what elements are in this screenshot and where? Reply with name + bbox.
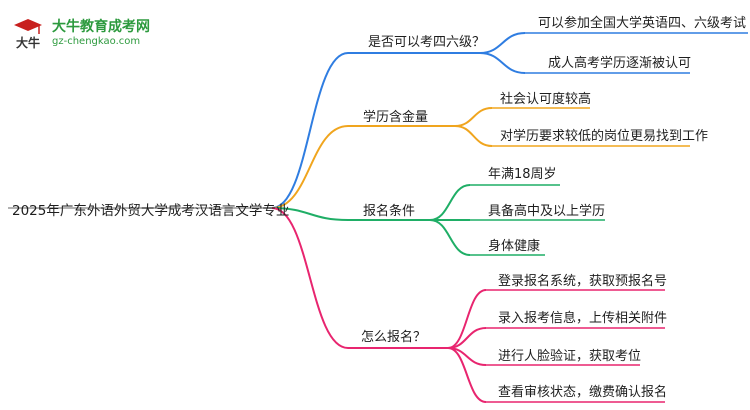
leaf-connector	[429, 184, 471, 221]
branch-label-howto: 怎么报名？	[361, 330, 427, 345]
leaf-connector	[479, 52, 526, 74]
branch-label-cet: 是否可以考四六级？	[368, 35, 486, 50]
site-logo[interactable]: 大牛 大牛教育成考网 gz-chengkao.com	[10, 14, 180, 54]
cap-and-ox-head-logo-icon: 大牛	[14, 19, 42, 50]
leaf-requirements-3: 身体健康	[488, 239, 541, 254]
leaf-connector	[479, 32, 526, 54]
leaf-requirements-2: 具备高中及以上学历	[488, 204, 606, 219]
mindmap-root: 2025年广东外语外贸大学成考汉语言文学专业	[12, 203, 290, 219]
leaf-requirements-1: 年满18周岁	[488, 167, 557, 182]
leaf-value-1: 社会认可度较高	[500, 92, 592, 107]
leaf-cet-2: 成人高考学历逐渐被认可	[548, 56, 692, 71]
logo-url[interactable]: gz-chengkao.com	[52, 36, 141, 47]
branch-connector	[271, 125, 349, 209]
leaf-connector	[454, 107, 493, 127]
branch-label-requirements: 报名条件	[363, 204, 416, 219]
logo-mark-text: 大牛	[16, 35, 40, 50]
branch-connector	[271, 207, 349, 349]
leaf-howto-2: 录入报考信息，上传相关附件	[498, 311, 668, 326]
leaf-connector	[447, 347, 487, 403]
leaf-howto-4: 查看审核状态，缴费确认报名	[498, 385, 668, 400]
branch-label-value: 学历含金量	[363, 110, 429, 125]
logo-title: 大牛教育成考网	[52, 19, 150, 35]
leaf-howto-1: 登录报名系统，获取预报名号	[498, 274, 668, 289]
leaf-connector	[429, 219, 471, 256]
branch-connector	[271, 52, 349, 209]
branch-connector	[271, 207, 349, 221]
leaf-connector	[454, 125, 493, 147]
leaf-howto-3: 进行人脸验证，获取考位	[498, 349, 642, 364]
leaf-cet-1: 可以参加全国大学英语四、六级考试	[538, 16, 747, 31]
leaf-connector	[447, 289, 487, 349]
leaf-value-2: 对学历要求较低的岗位更易找到工作	[500, 129, 709, 144]
